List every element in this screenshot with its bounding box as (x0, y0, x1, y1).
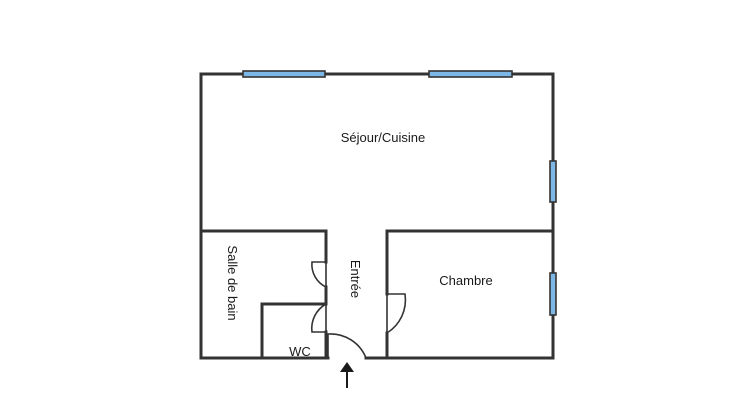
interior-walls (199, 229, 555, 360)
doors (310, 261, 407, 359)
door-salle-de-bain[interactable] (311, 261, 327, 289)
window-right-sejour (549, 160, 557, 203)
label-salle-de-bain: Salle de bain (225, 245, 240, 320)
door-entrance[interactable] (327, 333, 367, 359)
outer-walls (199, 72, 555, 360)
window-top-right (428, 70, 513, 78)
label-wc: WC (289, 344, 311, 359)
window-right-chambre (549, 272, 557, 316)
windows (242, 70, 557, 316)
label-chambre: Chambre (439, 273, 492, 288)
label-sejour-cuisine: Séjour/Cuisine (341, 130, 426, 145)
door-wc[interactable] (310, 303, 327, 333)
window-top-left (242, 70, 326, 78)
up-arrow-icon (340, 362, 354, 388)
label-entree: Entrée (348, 260, 363, 298)
door-chambre[interactable] (386, 293, 407, 335)
